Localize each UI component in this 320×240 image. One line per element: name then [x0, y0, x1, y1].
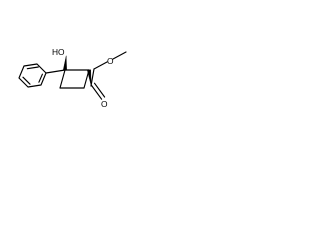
wedge-bond-ester — [87, 69, 92, 87]
molecule-drawing: HO O O — [18, 47, 127, 109]
ester-oxygen-label: O — [107, 56, 114, 66]
ester-bond-to-ring — [90, 68, 95, 87]
ring-bond-left — [59, 69, 66, 89]
phenyl-inner-double-bond-3 — [38, 73, 43, 83]
carbonyl-oxygen-label: O — [101, 99, 108, 109]
wedge-bond-hydroxyl — [63, 55, 67, 71]
hydroxyl-label: HO — [52, 47, 65, 57]
carbonyl-double-bond-2 — [93, 82, 106, 98]
methoxy-bond — [112, 51, 127, 60]
phenyl-attachment-bond — [45, 69, 66, 74]
carbonyl-double-bond-1 — [90, 84, 103, 100]
phenyl-inner-double-bond-2 — [22, 76, 31, 85]
phenyl-inner-double-bond-1 — [26, 66, 39, 70]
phenyl-ring — [18, 63, 47, 88]
ester-oxygen-bond — [93, 61, 108, 70]
chemical-structure-canvas: HO O O — [0, 0, 152, 152]
